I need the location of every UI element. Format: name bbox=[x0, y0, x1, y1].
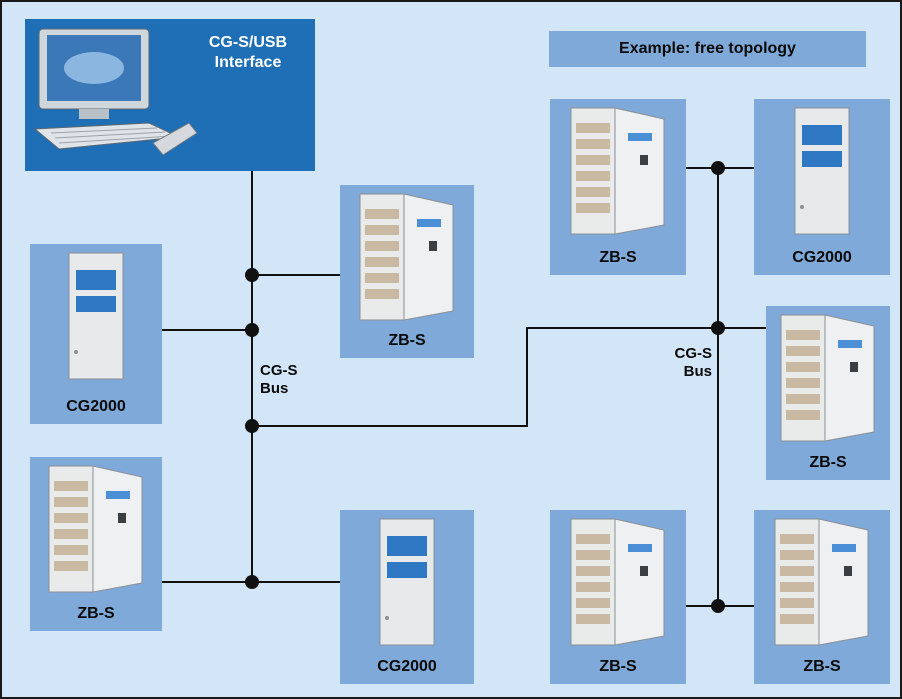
interface-label: CG-S/USB Interface bbox=[193, 33, 303, 73]
cg2000-cabinet-image bbox=[68, 252, 124, 380]
right-bus-label-line2: Bus bbox=[683, 363, 712, 380]
junction-dot bbox=[245, 419, 259, 433]
device-right-mid-zbs: ZB-S bbox=[766, 306, 890, 480]
right-bus-label: CG-S Bus bbox=[666, 345, 713, 381]
interface-label-line2: Interface bbox=[214, 54, 282, 71]
junction-dot bbox=[711, 599, 725, 613]
left-bus-label-line1: CG-S bbox=[260, 362, 298, 379]
junction-dot bbox=[711, 161, 725, 175]
right-bus-label-line1: CG-S bbox=[674, 345, 713, 362]
device-mid-cg2000: CG2000 bbox=[340, 510, 474, 684]
device-left-zbs: ZB-S bbox=[30, 457, 162, 631]
zbs-cabinet-image bbox=[48, 465, 143, 593]
topology-title: Example: free topology bbox=[549, 31, 866, 67]
zbs-cabinet-image bbox=[780, 314, 875, 442]
device-label: CG2000 bbox=[66, 398, 126, 415]
junction-dot bbox=[711, 321, 725, 335]
left-bus-label: CG-S Bus bbox=[260, 362, 298, 398]
device-label: ZB-S bbox=[388, 332, 426, 349]
device-label: ZB-S bbox=[77, 605, 115, 622]
usb-interface-panel: CG-S/USB Interface bbox=[25, 19, 315, 171]
computer-icon bbox=[33, 28, 198, 156]
zbs-cabinet-image bbox=[570, 107, 665, 235]
device-mid-zbs: ZB-S bbox=[340, 185, 474, 358]
device-right-bottom-zbs-right: ZB-S bbox=[754, 510, 890, 684]
junction-dot bbox=[245, 575, 259, 589]
device-right-top-cg2000: CG2000 bbox=[754, 99, 890, 275]
device-label: ZB-S bbox=[803, 658, 841, 675]
zbs-cabinet-image bbox=[359, 193, 454, 321]
device-label: CG2000 bbox=[377, 658, 437, 675]
wire-cross-link bbox=[252, 327, 767, 427]
zbs-cabinet-image bbox=[774, 518, 869, 646]
device-right-top-zbs: ZB-S bbox=[550, 99, 686, 275]
interface-label-line1: CG-S/USB bbox=[208, 34, 288, 51]
cg2000-cabinet-image bbox=[379, 518, 435, 646]
cg2000-cabinet-image bbox=[794, 107, 850, 235]
device-label: CG2000 bbox=[792, 249, 852, 266]
left-bus-label-line2: Bus bbox=[260, 380, 289, 397]
zbs-cabinet-image bbox=[570, 518, 665, 646]
junction-dot bbox=[245, 268, 259, 282]
device-left-cg2000: CG2000 bbox=[30, 244, 162, 424]
device-right-bottom-zbs-left: ZB-S bbox=[550, 510, 686, 684]
junction-dot bbox=[245, 323, 259, 337]
device-label: ZB-S bbox=[599, 658, 637, 675]
device-label: ZB-S bbox=[599, 249, 637, 266]
device-label: ZB-S bbox=[809, 454, 847, 471]
